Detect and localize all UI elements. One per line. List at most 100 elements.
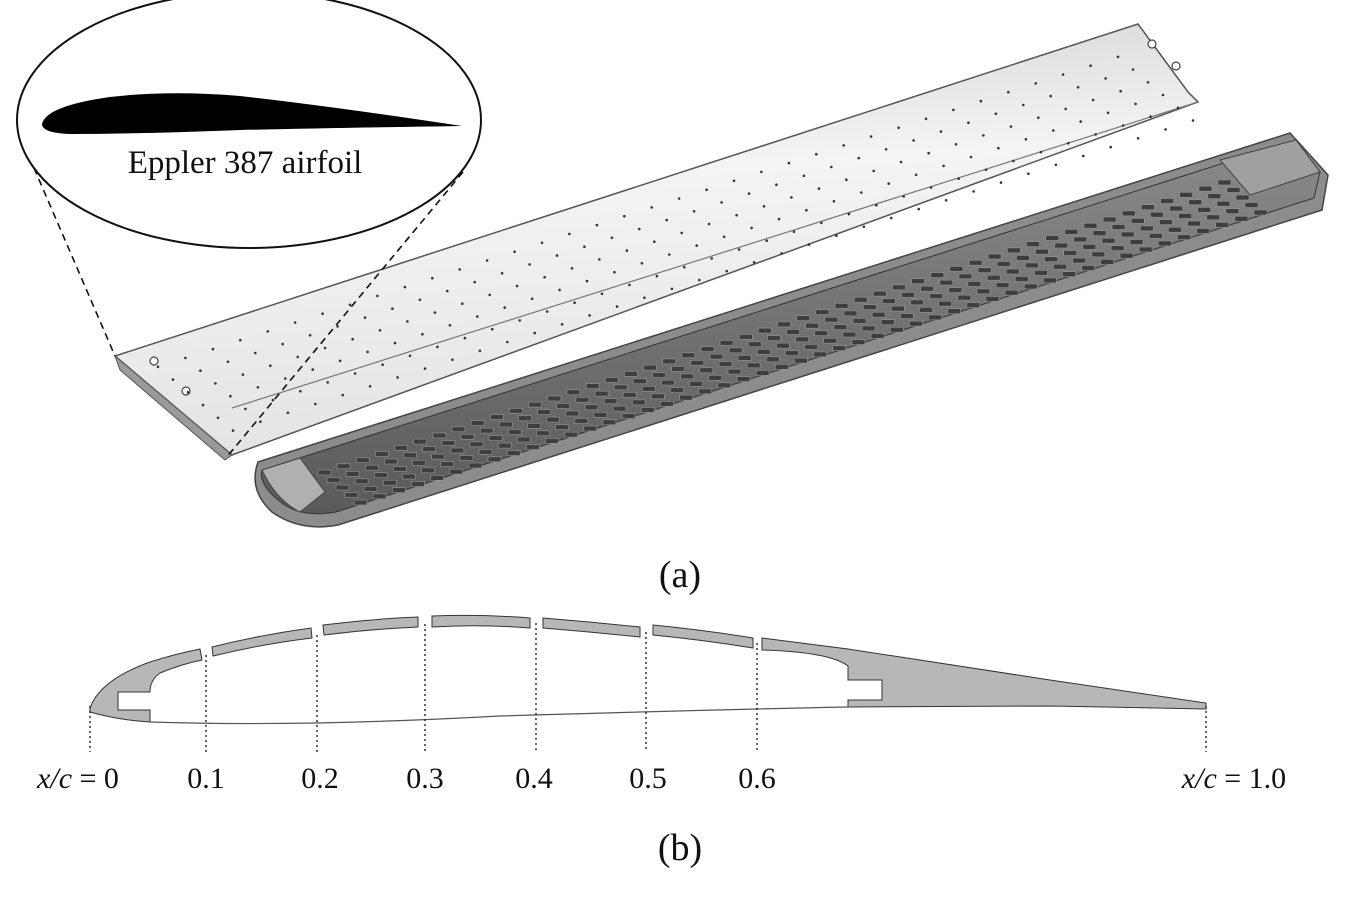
rib-cell xyxy=(661,379,675,386)
pressure-tap xyxy=(341,393,345,397)
rib-cell xyxy=(824,316,839,323)
pressure-tap xyxy=(807,243,811,246)
pressure-tap xyxy=(595,223,599,227)
pressure-tap xyxy=(391,307,394,311)
pressure-tap xyxy=(555,254,559,257)
pressure-tap xyxy=(1094,133,1097,136)
rib-cell xyxy=(671,366,686,372)
rib-cell xyxy=(1215,222,1229,228)
panel-a: Eppler 387 airfoil (a) xyxy=(16,0,1329,596)
rib-cell xyxy=(336,463,351,470)
rib-cell xyxy=(1206,214,1220,221)
rib-cell xyxy=(814,330,829,337)
rib-cell xyxy=(1129,239,1144,245)
rib-cell xyxy=(622,392,637,398)
skin-segment-1 xyxy=(211,627,313,657)
pressure-tap xyxy=(802,174,806,178)
rib-cell xyxy=(977,267,992,274)
rib-cell xyxy=(776,342,790,349)
rib-cell xyxy=(642,385,656,392)
pressure-tap xyxy=(912,139,915,142)
pressure-tap xyxy=(760,170,763,174)
rib-cell xyxy=(413,438,428,445)
wing-upper-skin xyxy=(113,23,1200,461)
rib-cell xyxy=(851,339,866,345)
pressure-tap xyxy=(762,205,766,208)
rib-cell xyxy=(681,352,696,359)
rib-cell xyxy=(384,458,398,465)
pressure-tap xyxy=(897,126,900,129)
pressure-tap xyxy=(747,192,751,195)
pressure-tap xyxy=(1106,111,1110,115)
rib-cell xyxy=(422,446,437,452)
rib-cell xyxy=(1187,220,1201,227)
pressure-tap xyxy=(845,178,848,181)
rib-cell xyxy=(901,292,915,298)
pressure-tap xyxy=(1064,107,1067,111)
lower-surface-line xyxy=(149,706,849,725)
rib-cell xyxy=(345,470,360,477)
rib-cell xyxy=(468,462,483,469)
pressure-tap xyxy=(737,248,741,251)
rib-cell xyxy=(1253,209,1268,216)
axis-var-left: x/c xyxy=(36,762,72,795)
panel-a-label: (a) xyxy=(659,554,701,596)
pressure-tap xyxy=(924,117,928,121)
rib-cell xyxy=(947,308,961,315)
rib-cell xyxy=(889,326,904,333)
rib-cell xyxy=(382,479,397,486)
station-label-5: 0.5 xyxy=(629,762,667,795)
pressure-tap xyxy=(1076,86,1080,89)
rib-cell xyxy=(441,440,456,446)
rib-cell xyxy=(813,351,827,358)
rib-cell xyxy=(662,358,677,365)
rib-cell xyxy=(1025,262,1039,269)
rib-cell xyxy=(488,435,503,441)
station-label-1: 0.1 xyxy=(187,762,225,795)
pressure-tap xyxy=(780,252,783,255)
rib-cell xyxy=(976,288,991,295)
pressure-tap xyxy=(408,354,412,358)
rib-cell xyxy=(412,459,426,466)
skin-segment-5 xyxy=(652,624,754,649)
rib-cell xyxy=(892,284,906,291)
rib-cell xyxy=(497,442,512,449)
pressure-tap xyxy=(1079,120,1082,123)
pressure-tap xyxy=(952,108,955,112)
pressure-tap xyxy=(448,324,452,327)
rib-cell xyxy=(575,396,590,403)
pressure-tap xyxy=(506,340,509,344)
pressure-tap xyxy=(436,345,439,349)
pressure-tap xyxy=(653,240,656,243)
pressure-tap xyxy=(860,191,863,194)
pressure-tap xyxy=(777,217,781,221)
pressure-tap xyxy=(585,279,589,283)
pressure-tap xyxy=(705,188,708,191)
rib-cell xyxy=(440,461,455,467)
station-label-0: x/c = 0 xyxy=(36,762,119,795)
rib-cell xyxy=(910,299,924,306)
pressure-tap-grid xyxy=(156,55,1195,432)
pressure-tap xyxy=(677,197,681,200)
rib-cell xyxy=(478,448,493,455)
rib-cell xyxy=(881,298,896,304)
rib-cell xyxy=(518,415,532,422)
pressure-tap xyxy=(214,382,217,385)
rib-cell xyxy=(967,281,982,287)
rib-cell xyxy=(1168,226,1182,233)
pressure-tap xyxy=(363,316,367,319)
rib-cell xyxy=(1035,248,1049,255)
rib-cell xyxy=(545,437,559,444)
rib-cell xyxy=(929,293,943,300)
rib-cell xyxy=(899,313,914,319)
pressure-tap xyxy=(999,181,1003,184)
rib-cell xyxy=(908,320,923,327)
pressure-tap xyxy=(1022,103,1025,107)
pressure-tap xyxy=(698,278,701,282)
rib-cell xyxy=(566,389,581,396)
pressure-tap xyxy=(423,367,427,370)
pressure-tap xyxy=(560,323,564,326)
eppler-airfoil-shape xyxy=(42,93,462,134)
pressure-tap xyxy=(1089,64,1092,67)
